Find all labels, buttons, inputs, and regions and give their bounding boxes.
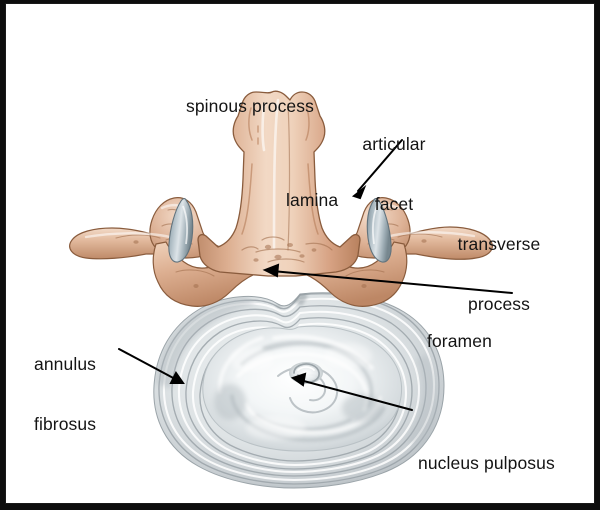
label-articular-facet-line-1: articular [362,134,426,154]
label-foramen: foramen [427,291,492,391]
leader-foramen [262,263,513,294]
spinous-process [197,90,361,277]
label-annulus-fibrosus: annulus fibrosus [34,314,96,474]
facet-left-highlight [182,205,188,245]
label-articular-facet: articular facet [346,94,442,254]
label-nucleus-pulposus-line-1: nucleus pulposus [418,453,555,473]
label-annulus-fibrosus-line-1: annulus [34,354,97,374]
nucleus-texture [214,334,386,442]
label-annulus-fibrosus-line-2: fibrosus [34,414,97,434]
label-transverse-process-line-1: transverse [457,234,541,254]
articular-facet-left [168,198,194,263]
anatomy-illustration: spinous process articular facet lamina t… [6,4,596,505]
leader-nucleus-pulposus [290,372,413,411]
label-lamina: lamina [286,150,338,250]
figure-inner-border: spinous process articular facet lamina t… [5,3,595,504]
label-spinous-process: spinous process [186,56,314,156]
vertebra-diagram-svg [69,90,513,489]
label-foramen-line-1: foramen [427,331,492,351]
label-spinous-process-line-1: spinous process [186,96,314,116]
label-lamina-line-1: lamina [286,190,339,210]
leader-lines [118,139,513,411]
label-articular-facet-line-2: facet [374,194,414,214]
leader-annulus-fibrosus [118,348,185,384]
leader-articular-facet [351,139,403,200]
vertebral-arch [69,90,493,307]
spinous-shading [241,98,333,263]
label-transverse-process-line-2: process [468,294,530,314]
facet-right-highlight [372,205,378,245]
label-transverse-process: transverse process [446,194,552,354]
articular-facet-right [366,198,392,263]
label-nucleus-pulposus: nucleus pulposus [418,413,555,513]
intervertebral-disc [153,292,445,489]
